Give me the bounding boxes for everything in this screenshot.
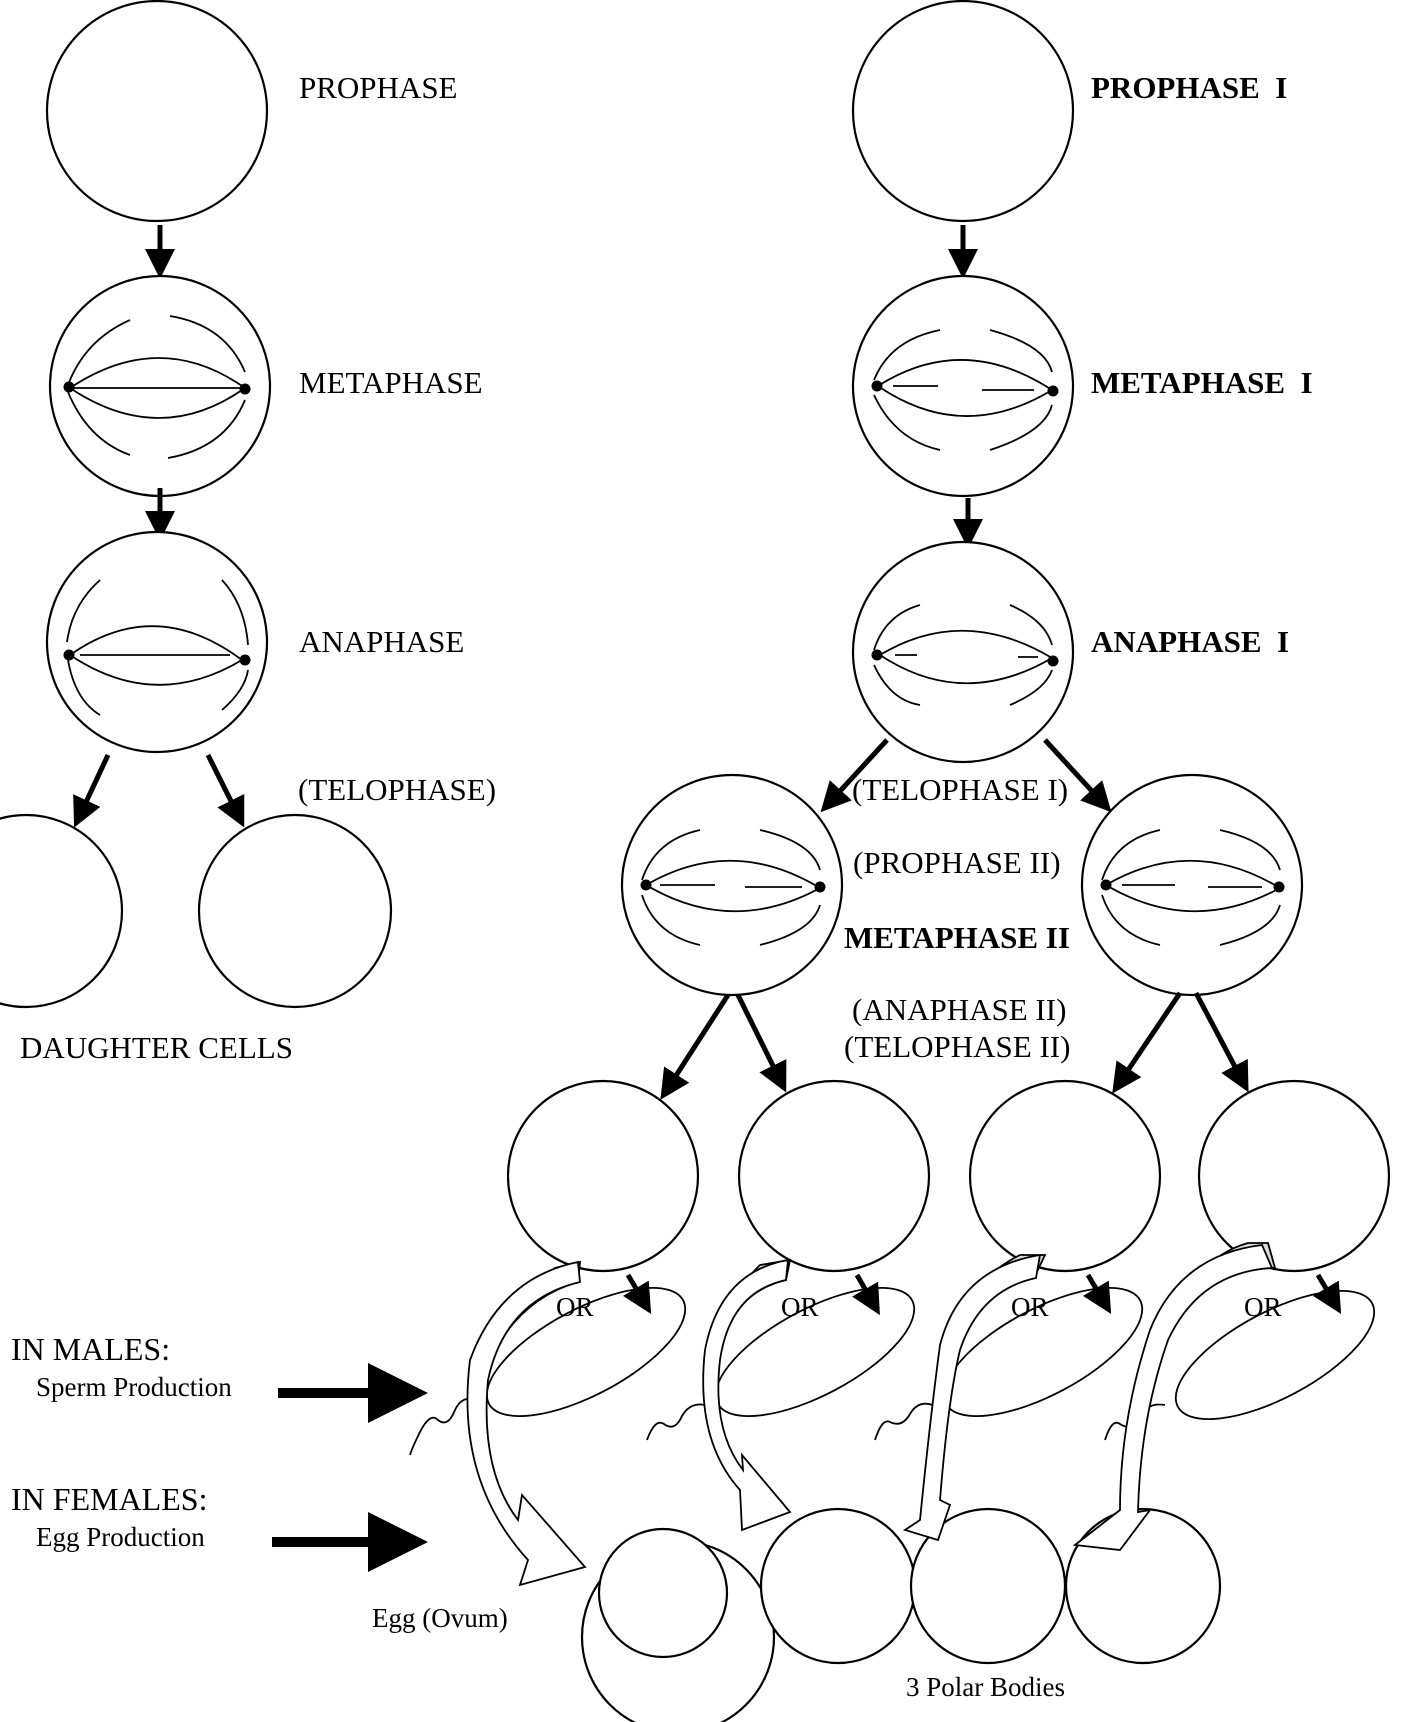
label-telophase-ii: (TELOPHASE II): [844, 1029, 1070, 1064]
label-prophase: PROPHASE: [299, 70, 458, 105]
meiosis-column: PROPHASE I METAPHASE I ANAPHASE I (TELOP…: [506, 0, 1391, 1273]
curved-arrow-3: [902, 1253, 1047, 1542]
curved-arrow-1: [466, 1260, 587, 1587]
arrow-small-icon: [1312, 1273, 1342, 1315]
label-prophase-i: PROPHASE I: [1091, 70, 1287, 105]
gametes-section: OR OR OR OR IN MALES: Sperm Production I…: [11, 1242, 1376, 1722]
daughter-cell-left: [0, 813, 124, 1009]
meiosis-prophase-i-cell: [851, 0, 1075, 223]
meiosis-anaphase-i-cell: [851, 540, 1075, 764]
curved-arrow-4: [1072, 1242, 1277, 1551]
label-metaphase: METAPHASE: [299, 365, 483, 400]
arrow-diagonal-icon: [820, 738, 889, 813]
arrow-diagonal-icon: [660, 993, 731, 1100]
meiosis-metaphase-i-cell: [851, 274, 1075, 498]
label-daughter-cells: DAUGHTER CELLS: [20, 1030, 293, 1065]
label-egg-production: Egg Production: [36, 1522, 205, 1552]
sperm-cell-1: [409, 1287, 687, 1456]
daughter-cell-right: [197, 813, 393, 1009]
curved-arrow-2: [702, 1258, 792, 1532]
label-sperm-production: Sperm Production: [36, 1372, 232, 1402]
label-anaphase-ii: (ANAPHASE II): [852, 992, 1066, 1027]
mitosis-column: PROPHASE METAPHASE ANAPHASE (TELOPHASE) …: [0, 0, 496, 1065]
arrow-diagonal-icon: [1043, 738, 1112, 813]
mitosis-prophase-cell: [45, 0, 269, 223]
label-in-females: IN FEMALES:: [11, 1481, 207, 1517]
mitosis-metaphase-cell: [48, 274, 272, 498]
arrow-diagonal-icon: [1112, 991, 1183, 1094]
arrow-small-icon: [622, 1273, 652, 1315]
label-or-2: OR: [781, 1292, 819, 1322]
label-anaphase: ANAPHASE: [299, 624, 464, 659]
label-egg-ovum: Egg (Ovum): [372, 1603, 508, 1633]
meiosis-product-cell-3: [968, 1079, 1162, 1273]
sperm-cell-3: [874, 1287, 1144, 1441]
label-telophase-i: (TELOPHASE I): [852, 772, 1068, 807]
arrow-diagonal-icon: [1193, 991, 1249, 1093]
meiosis-product-cell-2: [737, 1079, 931, 1273]
label-or-1: OR: [556, 1292, 594, 1322]
arrow-small-icon: [1082, 1273, 1112, 1315]
label-telophase: (TELOPHASE): [298, 772, 496, 807]
meiosis-metaphase-ii-cell-right: [1080, 773, 1304, 997]
sperm-cell-2: [646, 1287, 916, 1441]
arrow-small-icon: [852, 1273, 880, 1316]
arrow-diagonal-icon: [735, 993, 787, 1093]
label-polar-bodies: 3 Polar Bodies: [906, 1672, 1065, 1702]
label-in-males: IN MALES:: [11, 1331, 170, 1367]
polar-body-3: [1064, 1507, 1222, 1665]
label-metaphase-ii: METAPHASE II: [844, 920, 1070, 955]
label-or-3: OR: [1011, 1292, 1049, 1322]
label-anaphase-i: ANAPHASE I: [1091, 624, 1289, 659]
meiosis-metaphase-ii-cell-left: [620, 773, 844, 997]
egg-cell: [597, 1527, 729, 1659]
meiosis-product-cell-4: [1197, 1079, 1391, 1273]
label-prophase-ii: (PROPHASE II): [853, 845, 1061, 880]
arrow-diagonal-icon: [205, 753, 245, 828]
polar-body-1: [759, 1507, 917, 1665]
mitosis-anaphase-cell: [45, 530, 269, 754]
arrow-diagonal-icon: [73, 753, 111, 828]
label-metaphase-i: METAPHASE I: [1091, 365, 1313, 400]
label-or-4: OR: [1244, 1292, 1282, 1322]
meiosis-product-cell-1: [506, 1079, 700, 1273]
